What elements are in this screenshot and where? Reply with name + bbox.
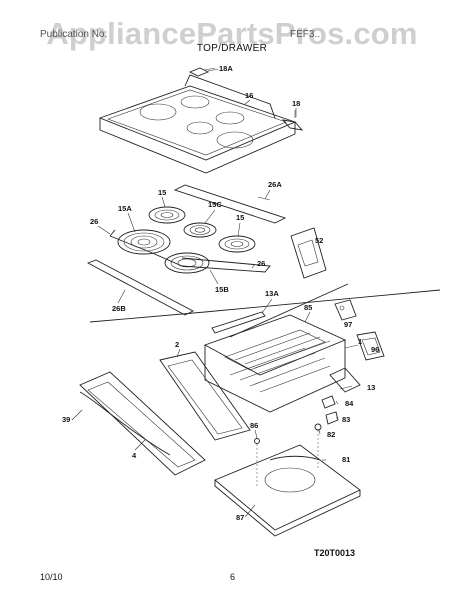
callout-13: 13 <box>367 383 375 392</box>
diagram-code: T20T0013 <box>314 548 356 558</box>
callout-84: 84 <box>345 399 354 408</box>
callout-86: 86 <box>250 421 258 430</box>
watermark: AppliancePartsPros.com <box>46 16 418 51</box>
part-82-screw[interactable] <box>314 423 322 431</box>
callout-52: 52 <box>315 236 323 245</box>
drawer-handle-39[interactable] <box>79 391 171 456</box>
callout-26-right: 26 <box>257 259 265 268</box>
callout-85: 85 <box>304 303 312 312</box>
part-52-switch[interactable] <box>290 227 327 279</box>
callout-15b: 15B <box>215 285 229 294</box>
publication-label: Publication No: <box>40 29 108 40</box>
callout-81: 81 <box>342 455 350 464</box>
surface-element-15b[interactable] <box>164 252 210 274</box>
callout-96: 96 <box>371 345 379 354</box>
part-83-clip[interactable] <box>325 411 339 425</box>
part-96-grommet[interactable] <box>356 331 385 361</box>
part-18-bracket[interactable] <box>281 119 304 131</box>
callout-26b: 26B <box>112 304 126 313</box>
drawer-front-4[interactable] <box>79 371 206 476</box>
part-81-element[interactable] <box>269 455 321 461</box>
surface-element-15-right[interactable] <box>218 235 256 253</box>
callout-26-left: 26 <box>90 217 98 226</box>
callout-15-right: 15 <box>236 213 244 222</box>
part-26b-strip[interactable] <box>86 259 194 316</box>
drawer-assembly-85[interactable] <box>203 314 347 413</box>
callout-18a: 18A <box>219 64 233 73</box>
part-84-bracket[interactable] <box>321 395 336 409</box>
footer-page-number: 6 <box>230 572 236 582</box>
part-97-connector[interactable] <box>334 299 357 321</box>
callout-1: 1 <box>358 337 362 346</box>
cooktop-glass-part[interactable] <box>98 74 297 174</box>
drawer-panel-frame-2[interactable] <box>159 351 251 441</box>
callout-82: 82 <box>327 430 335 439</box>
callout-87: 87 <box>236 513 244 522</box>
callout-15-left: 15 <box>158 188 166 197</box>
surface-element-15a[interactable] <box>117 229 171 255</box>
part-26a-rail[interactable] <box>173 184 287 224</box>
callout-16: 16 <box>245 91 253 100</box>
callout-83: 83 <box>342 415 350 424</box>
callout-15c: 15C <box>208 200 222 209</box>
callout-15a: 15A <box>118 204 132 213</box>
footer-date: 10/10 <box>40 572 63 582</box>
drawer-bottom-87[interactable] <box>214 430 361 537</box>
callout-4: 4 <box>132 451 137 460</box>
surface-element-15c[interactable] <box>183 222 217 238</box>
part-26-bracket-left[interactable] <box>109 235 271 273</box>
section-title: TOP/DRAWER <box>196 43 268 54</box>
part-18a-clip[interactable] <box>188 67 210 77</box>
callout-13a: 13A <box>265 289 279 298</box>
part-13a-rail[interactable] <box>211 311 266 334</box>
part-13-slide[interactable] <box>329 367 361 393</box>
callout-2: 2 <box>175 340 179 349</box>
surface-element-15-left[interactable] <box>148 206 186 224</box>
model-number: FEF3.. <box>290 29 321 40</box>
callout-18: 18 <box>292 99 300 108</box>
callout-39: 39 <box>62 415 70 424</box>
part-86-screw[interactable] <box>254 438 260 444</box>
callout-97: 97 <box>344 320 352 329</box>
callout-26a: 26A <box>268 180 282 189</box>
